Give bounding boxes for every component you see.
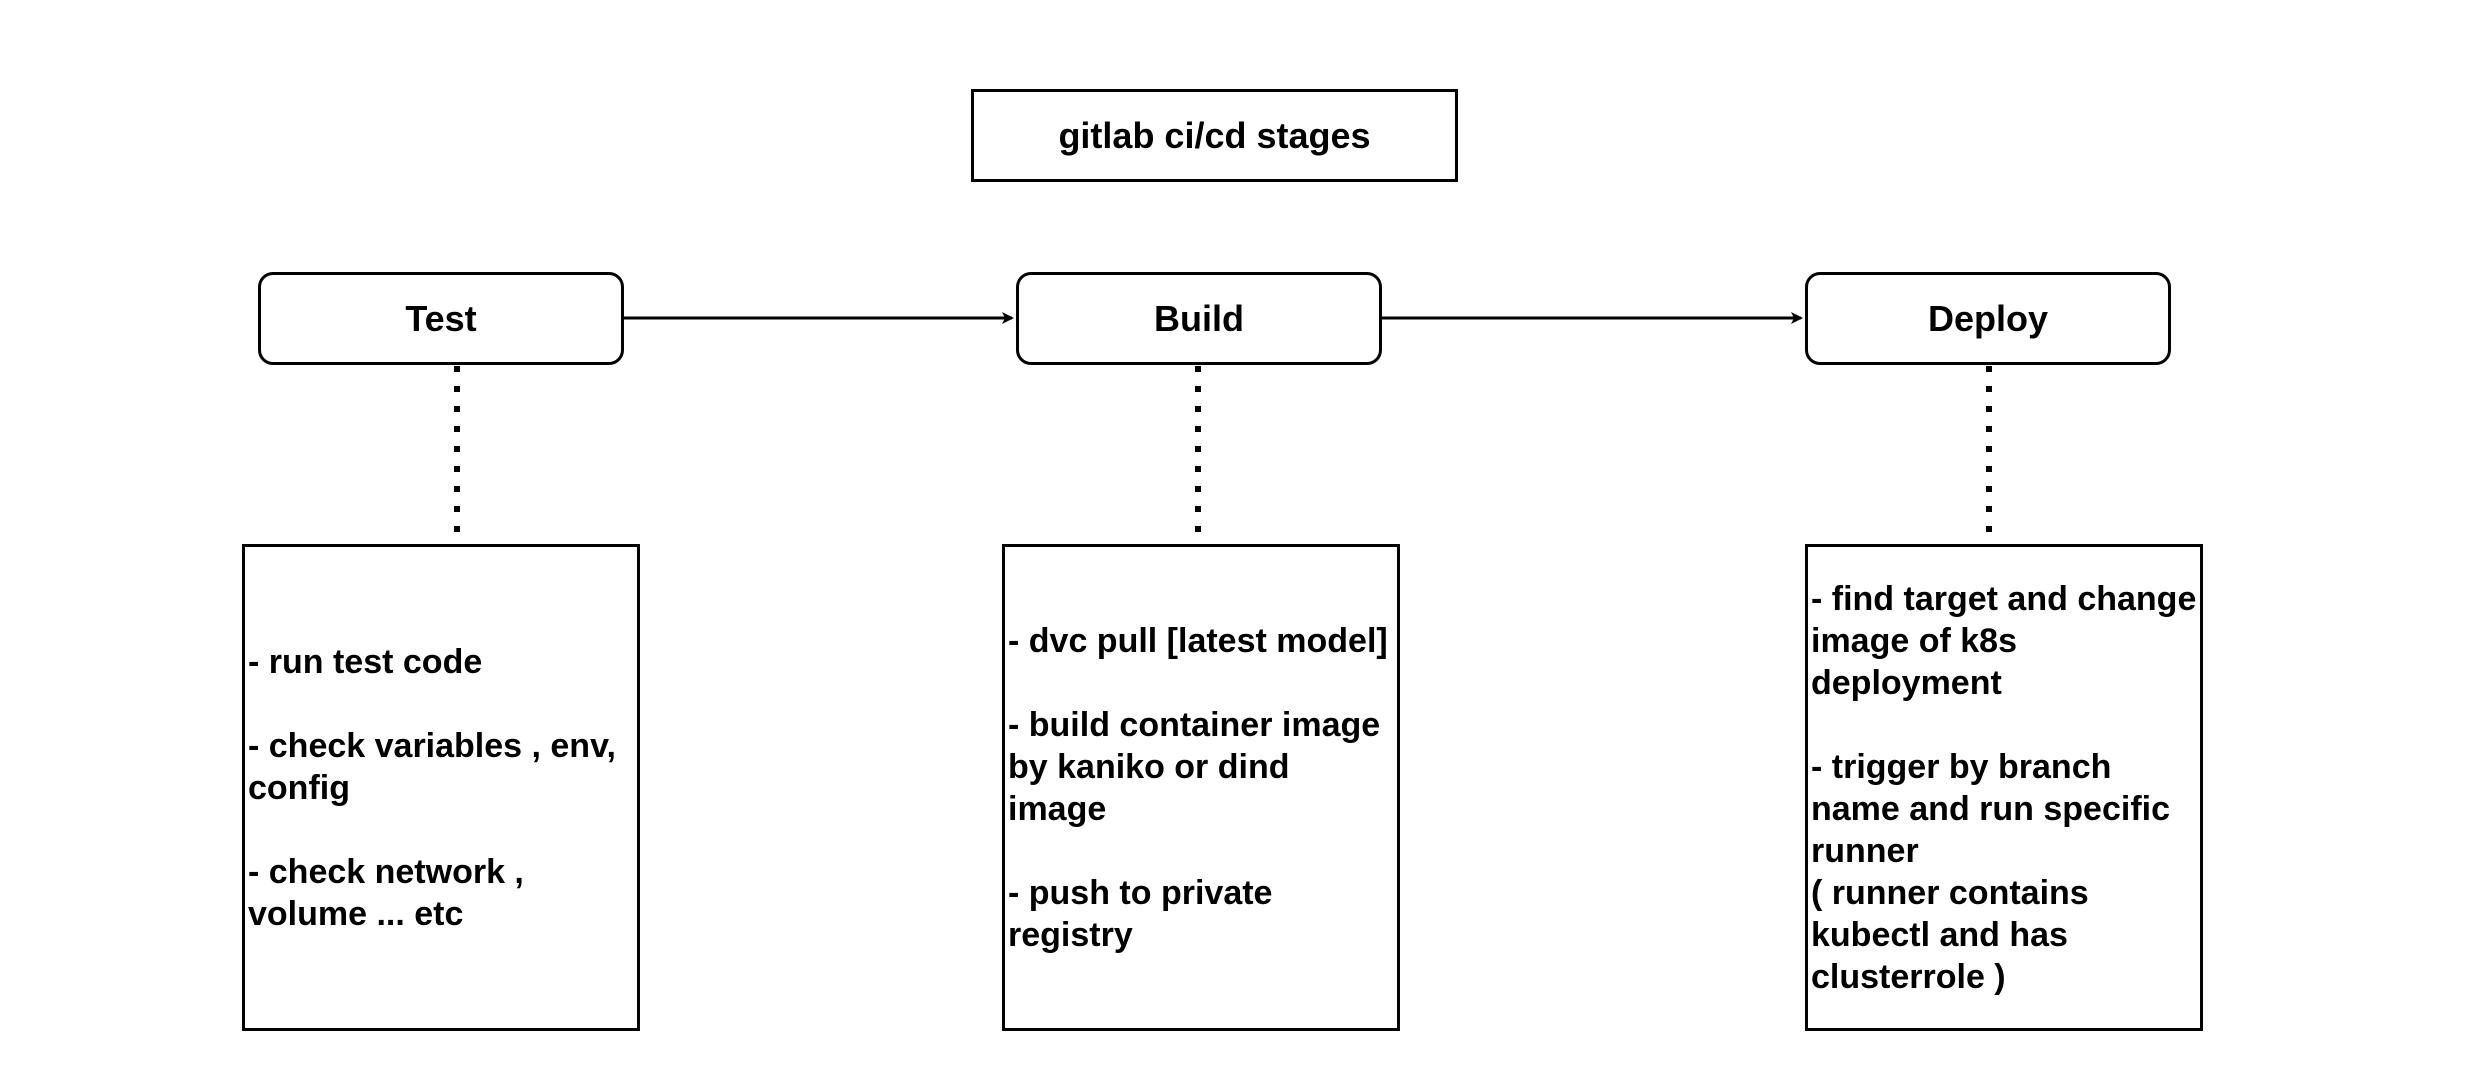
diagram-title: gitlab ci/cd stages	[971, 89, 1458, 182]
test-detail-item: - run test code	[248, 642, 483, 681]
build-detail-item: - push to private registry	[1008, 873, 1273, 954]
test-details: - run test code - check variables , env,…	[242, 544, 640, 1031]
deploy-runner-note: ( runner contains kubectl and has cluste…	[1811, 873, 2089, 996]
build-detail-item: - dvc pull [latest model]	[1008, 621, 1388, 660]
stage-test: Test	[258, 272, 624, 365]
deploy-details: - find target and change image of k8s de…	[1805, 544, 2203, 1031]
stage-deploy: Deploy	[1805, 272, 2171, 365]
stage-build: Build	[1016, 272, 1382, 365]
build-details: - dvc pull [latest model] - build contai…	[1002, 544, 1400, 1031]
test-detail-item: - check network , volume ... etc	[248, 852, 524, 933]
deploy-detail-item: - trigger by branch name and run specifi…	[1811, 747, 2170, 870]
build-detail-item: - build container image by kaniko or din…	[1008, 705, 1381, 828]
test-detail-item: - check variables , env, config	[248, 726, 616, 807]
deploy-detail-item: - find target and change image of k8s de…	[1811, 579, 2197, 702]
